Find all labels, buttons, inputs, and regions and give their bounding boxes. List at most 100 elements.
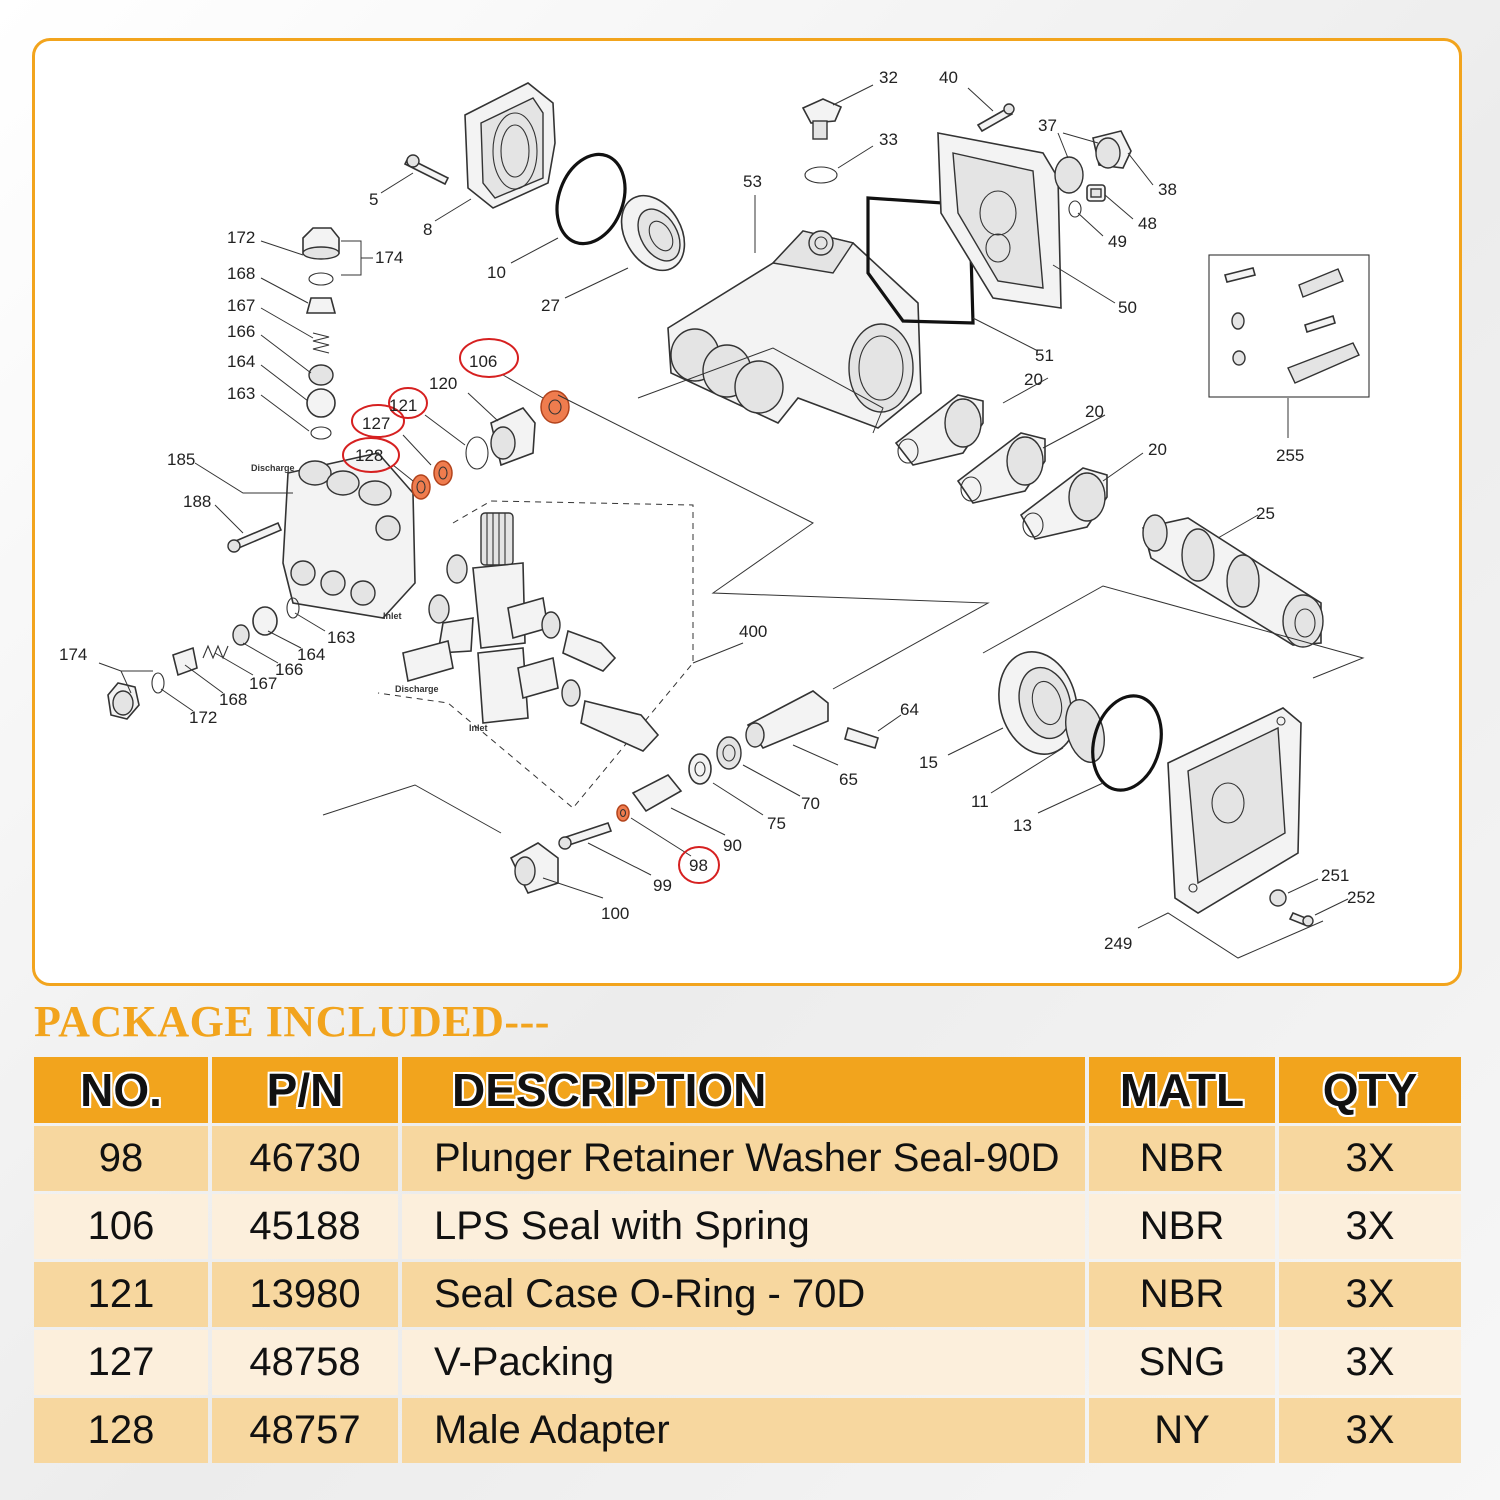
callout-label: 53 (743, 172, 762, 191)
seal-case-o-ring-part-121 (465, 436, 489, 470)
callout-label: 255 (1276, 446, 1304, 465)
o-ring-part-49 (1068, 200, 1082, 218)
o-ring-part-172-top (308, 272, 334, 286)
seal-case-part-120 (490, 407, 536, 467)
breather-part-32 (801, 98, 843, 140)
callout-label: 168 (227, 264, 255, 283)
cell-qty: 3X (1279, 1330, 1461, 1395)
pin-part-64 (844, 726, 879, 749)
cell-description: Plunger Retainer Washer Seal-90D (402, 1126, 1085, 1191)
cell-matl: NY (1089, 1398, 1275, 1463)
cell-no: 121 (34, 1262, 208, 1327)
callout-label: 163 (227, 384, 255, 403)
inlet-label-top: Inlet (383, 611, 402, 621)
cell-description: Seal Case O-Ring - 70D (402, 1262, 1085, 1327)
bearing-part-27 (620, 194, 686, 272)
callout-label: 174 (59, 645, 87, 664)
unloader-ring-c (541, 611, 561, 639)
table-row: 121 13980 Seal Case O-Ring - 70D NBR 3X (34, 1262, 1461, 1327)
plunger-guide-part-65 (745, 690, 829, 749)
plug-part-48 (1086, 184, 1106, 202)
cell-pn: 48757 (212, 1398, 398, 1463)
cell-matl: NBR (1089, 1262, 1275, 1327)
part-number-labels: 5 8 10 27 32 33 40 37 38 48 49 50 51 53 … (59, 68, 1375, 953)
callout-label: 167 (249, 674, 277, 693)
highlight-106 (459, 338, 519, 378)
banjo-bolt-b (580, 700, 660, 752)
discharge-label-top: Discharge (251, 463, 295, 473)
callout-label: 13 (1013, 816, 1032, 835)
cell-no: 127 (34, 1330, 208, 1395)
valve-seat-part-168-bottom (172, 646, 198, 677)
callout-label: 167 (227, 296, 255, 315)
leader-lines (98, 84, 1365, 959)
unloader-valve-part-400: Discharge Inlet (395, 512, 559, 733)
flange-part-8 (464, 82, 556, 209)
callout-label: 5 (369, 190, 378, 209)
o-ring-part-172-bottom (151, 672, 165, 694)
callout-label: 98 (689, 856, 708, 875)
highlight-128 (342, 437, 400, 473)
valve-seat-part-168-top (305, 297, 337, 314)
crankcase-part-53 (667, 230, 922, 429)
highlight-121 (388, 387, 428, 419)
bolt-part-99 (558, 821, 613, 850)
callout-label: 25 (1256, 504, 1275, 523)
cell-qty: 3X (1279, 1194, 1461, 1259)
callout-label: 38 (1158, 180, 1177, 199)
cell-pn: 48758 (212, 1330, 398, 1395)
table-header-row: NO. P/N DESCRIPTION MATL QTY (34, 1057, 1461, 1123)
callout-label: 121 (389, 396, 417, 415)
o-ring-part-163-top (310, 426, 332, 440)
callout-label: 49 (1108, 232, 1127, 251)
bolt-part-40 (976, 103, 1015, 133)
callout-label: 8 (423, 220, 432, 239)
callout-label: 11 (971, 792, 989, 811)
screw-part-252 (1288, 911, 1314, 927)
highlight-circles (342, 338, 720, 884)
banjo-bolt-a (562, 629, 617, 672)
callout-label: 400 (739, 622, 767, 641)
callout-label: 251 (1321, 866, 1349, 885)
callout-label: 37 (1038, 116, 1057, 135)
callout-label: 48 (1138, 214, 1157, 233)
column-header-no: NO. (34, 1057, 208, 1123)
diagram-canvas: Discharge Inlet (59, 68, 1375, 959)
lps-seal-part-106 (540, 390, 570, 424)
discharge-label-bottom: Discharge (395, 684, 439, 694)
nut-part-100 (509, 842, 559, 894)
parts-table: NO. P/N DESCRIPTION MATL QTY 98 46730 Pl… (30, 1054, 1465, 1466)
bolt-part-5 (403, 154, 450, 186)
callout-label: 70 (801, 794, 820, 813)
callout-label: 51 (1035, 346, 1054, 365)
callout-label: 127 (362, 414, 390, 433)
crankshaft-part-25 (1142, 514, 1324, 648)
callout-label: 27 (541, 296, 560, 315)
retainer-washer-seal-part-98 (616, 804, 630, 822)
cell-qty: 3X (1279, 1126, 1461, 1191)
o-ring-part-10 (555, 152, 627, 246)
washer-part-251 (1269, 889, 1287, 907)
cell-pn: 13980 (212, 1262, 398, 1327)
callout-label: 188 (183, 492, 211, 511)
callout-label: 164 (297, 645, 325, 664)
connecting-rods-part-20 (894, 394, 1108, 540)
callout-label: 15 (919, 753, 938, 772)
cell-qty: 3X (1279, 1398, 1461, 1463)
bearing-part-15 (998, 651, 1078, 755)
callout-label: 106 (469, 352, 497, 371)
male-adapter-seals-part-128 (411, 474, 431, 500)
spring-part-167-top (312, 332, 330, 354)
o-ring-part-13 (1091, 694, 1163, 792)
callout-label: 10 (487, 263, 506, 282)
callout-label: 20 (1024, 370, 1043, 389)
unloader-ring-b (428, 594, 450, 624)
callout-label: 20 (1148, 440, 1167, 459)
hardware-kit-part-255 (1208, 254, 1370, 398)
callout-label: 172 (227, 228, 255, 247)
unloader-ring-d (561, 679, 581, 707)
unloader-ring-a (446, 554, 468, 584)
callout-label: 90 (723, 836, 742, 855)
plug-part-38 (1092, 130, 1132, 169)
column-header-qty: QTY (1279, 1057, 1461, 1123)
